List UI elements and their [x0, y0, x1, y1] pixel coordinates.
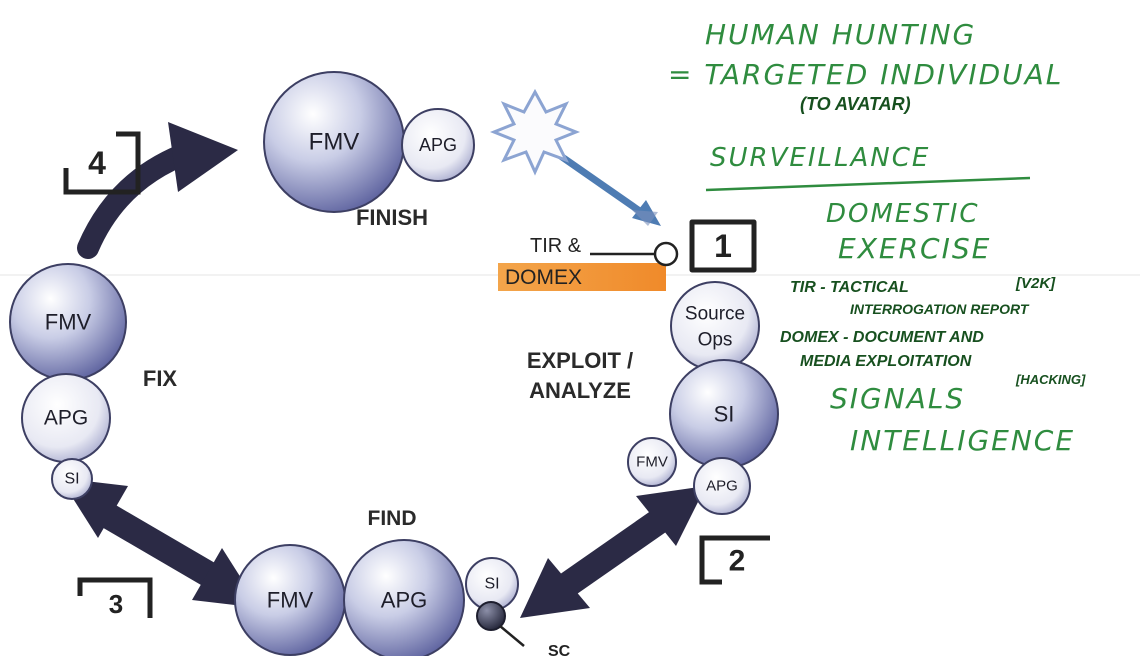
- fix-apg-node: APG: [21, 373, 111, 463]
- svg-text:[V2K]: [V2K]: [1015, 275, 1056, 292]
- svg-text:TIR &: TIR &: [530, 235, 582, 257]
- svg-text:[HACKING]: [HACKING]: [1015, 372, 1086, 387]
- find-fmv-node: FMV: [234, 544, 346, 656]
- domex-highlight: [498, 263, 666, 291]
- svg-text:APG: APG: [419, 135, 457, 155]
- svg-text:= TARGETED INDIVIDUAL: = TARGETED INDIVIDUAL: [668, 58, 1063, 91]
- step-2-badge: 2: [699, 535, 770, 585]
- svg-text:EXERCISE: EXERCISE: [838, 232, 991, 265]
- exploit-fmv-node: FMV: [627, 437, 677, 487]
- phase-finish: FINISH: [356, 205, 428, 230]
- fix-fmv-node: FMV: [9, 263, 127, 381]
- svg-text:INTELLIGENCE: INTELLIGENCE: [850, 424, 1075, 457]
- svg-text:(TO AVATAR): (TO AVATAR): [800, 94, 911, 114]
- fix-si-node: SI: [51, 458, 93, 500]
- phase-fix: FIX: [143, 366, 178, 391]
- svg-text:INTERROGATION REPORT: INTERROGATION REPORT: [850, 301, 1030, 317]
- find-apg-node: APG: [343, 539, 465, 656]
- svg-text:TIR - TACTICAL: TIR - TACTICAL: [790, 279, 909, 296]
- svg-text:DOMEX: DOMEX: [505, 266, 582, 289]
- starburst-icon: [489, 88, 581, 176]
- svg-text:DOMESTIC: DOMESTIC: [826, 199, 980, 229]
- svg-text:FMV: FMV: [309, 129, 360, 156]
- svg-text:FMV: FMV: [45, 310, 92, 335]
- step-4-badge: 4: [63, 131, 141, 195]
- svg-text:SI: SI: [64, 471, 79, 488]
- finish-fmv-node: FMV: [263, 71, 405, 213]
- arrow-fix-find: [60, 478, 260, 608]
- step-3-badge: 3: [77, 577, 153, 619]
- svg-text:SC: SC: [548, 643, 571, 656]
- finish-apg-node: APG: [401, 108, 475, 182]
- svg-text:HUMAN HUNTING: HUMAN HUNTING: [705, 18, 976, 51]
- step-1-badge: 1: [689, 219, 757, 273]
- handwritten-notes: HUMAN HUNTING = TARGETED INDIVIDUAL (TO …: [668, 18, 1086, 457]
- svg-text:Source: Source: [685, 304, 745, 325]
- svg-text:DOMEX - DOCUMENT AND: DOMEX - DOCUMENT AND: [780, 329, 984, 346]
- svg-text:FMV: FMV: [636, 454, 668, 471]
- svg-text:APG: APG: [706, 478, 738, 495]
- arrow-find-exploit: [520, 486, 706, 618]
- svg-text:MEDIA EXPLOITATION: MEDIA EXPLOITATION: [800, 353, 972, 370]
- svg-text:3: 3: [109, 589, 123, 619]
- svg-text:SIGNALS: SIGNALS: [830, 382, 965, 415]
- phase-exploit: EXPLOIT /: [527, 348, 633, 373]
- phase-analyze: ANALYZE: [529, 378, 631, 403]
- svg-text:APG: APG: [44, 407, 88, 430]
- svg-text:FMV: FMV: [267, 588, 314, 613]
- svg-text:2: 2: [729, 545, 746, 578]
- svg-text:SI: SI: [484, 576, 499, 593]
- svg-text:1: 1: [714, 228, 732, 264]
- svg-text:Ops: Ops: [698, 330, 733, 351]
- svg-text:APG: APG: [381, 588, 427, 613]
- arrow-fix-to-finish: [77, 122, 238, 259]
- tir-domex-pin: TIR & DOMEX: [498, 235, 679, 291]
- find-si-node: SI: [465, 557, 519, 611]
- exploit-si-node: SI: [669, 359, 779, 469]
- source-ops-node: Source Ops: [670, 281, 760, 371]
- svg-text:SI: SI: [714, 402, 735, 427]
- exploit-apg-node: APG: [693, 457, 751, 515]
- find-sc-pin: SC: [476, 601, 571, 656]
- svg-text:4: 4: [88, 145, 106, 181]
- svg-text:SURVEILLANCE: SURVEILLANCE: [710, 143, 930, 173]
- phase-find: FIND: [368, 507, 417, 530]
